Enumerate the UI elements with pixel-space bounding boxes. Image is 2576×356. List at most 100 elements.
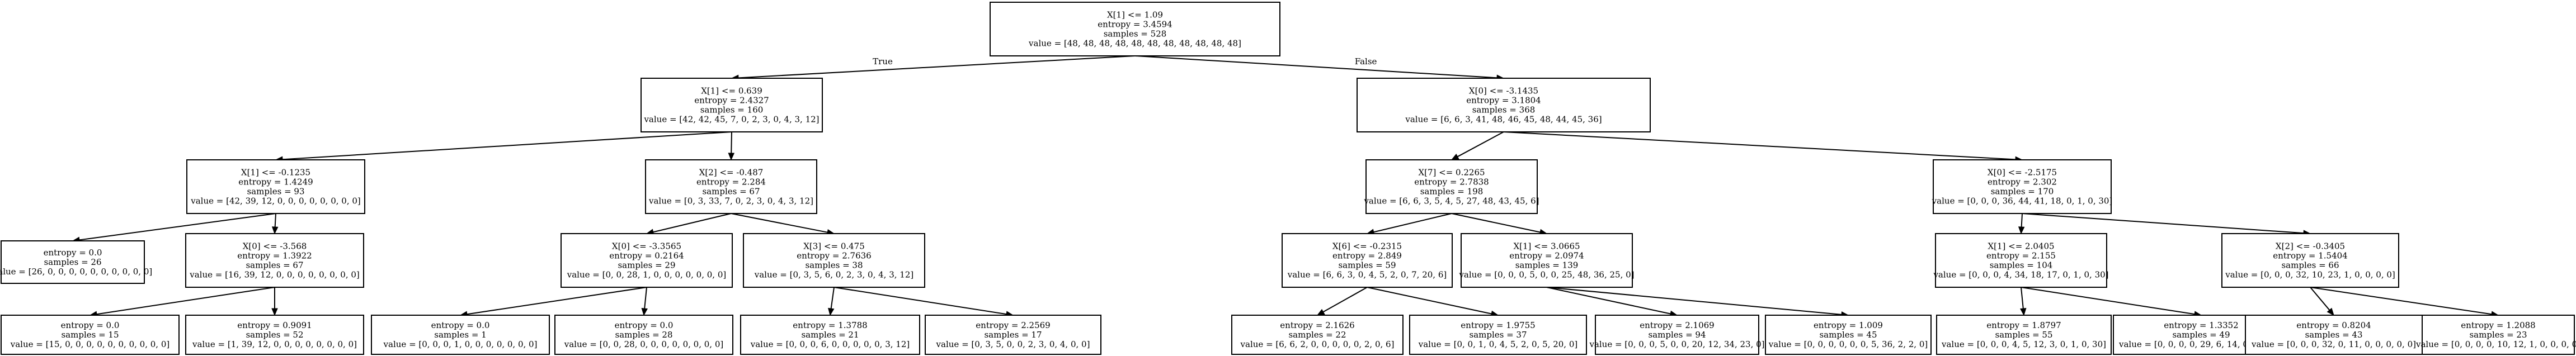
node-text-line: samples = 368	[1472, 105, 1536, 115]
node-text-line: entropy = 0.2164	[609, 251, 684, 261]
node-text-line: entropy = 0.9091	[237, 320, 312, 330]
arrowhead-icon	[641, 307, 648, 316]
node-text-line: entropy = 1.5404	[2273, 251, 2347, 261]
edge-line	[2022, 213, 2304, 234]
node-text-line: value = [42, 42, 45, 7, 0, 2, 3, 0, 4, 3…	[643, 115, 819, 125]
node-text-line: value = [0, 0, 0, 36, 44, 41, 18, 0, 1, …	[1932, 196, 2113, 206]
node-text-line: entropy = 2.1626	[1280, 320, 1354, 330]
node-box	[1933, 159, 2112, 214]
node-text-line: value = [0, 0, 0, 0, 29, 6, 14, 0, 0, 0,…	[2118, 339, 2283, 349]
node-text-line: entropy = 3.4594	[1098, 20, 1172, 30]
node-text-line: X[0] <= -3.568	[243, 241, 307, 251]
tree-edge	[1316, 287, 1368, 316]
node-text-line: samples = 104	[1990, 260, 2053, 270]
node-text-line: X[1] <= 1.09	[1107, 10, 1163, 20]
branch-label-true: True	[873, 56, 893, 67]
node-box	[1936, 315, 2112, 355]
tree-edge	[1546, 287, 1678, 317]
node-text-line: value = [0, 0, 28, 0, 0, 0, 0, 0, 0, 0, …	[564, 339, 723, 349]
arrowhead-icon	[1316, 308, 1325, 316]
node-text-line: X[7] <= 0.2265	[1418, 168, 1485, 178]
node-text-line: samples = 45	[1819, 330, 1877, 340]
tree-edge	[459, 287, 647, 317]
node-box	[1595, 315, 1759, 355]
edge-line	[1451, 213, 1541, 233]
tree-edge: False	[1134, 55, 1505, 81]
edge-line	[1373, 213, 1452, 233]
node-text-line: value = [0, 0, 1, 0, 4, 5, 2, 0, 5, 20, …	[1418, 339, 1577, 349]
node-box	[1282, 233, 1453, 288]
node-text-line: entropy = 2.284	[696, 177, 766, 187]
node-text-line: value = [0, 3, 5, 0, 0, 2, 3, 0, 4, 0, 0…	[936, 339, 1090, 349]
node-text-line: value = [48, 48, 48, 48, 48, 48, 48, 48,…	[1028, 39, 1241, 49]
edge-line	[467, 287, 647, 315]
tree-edge	[1503, 131, 2023, 163]
edge-line	[79, 213, 276, 241]
node-box	[1765, 315, 1932, 355]
node-text-line: value = [0, 0, 0, 1, 0, 0, 0, 0, 0, 0, 0…	[383, 339, 538, 349]
node-text-line: samples = 21	[801, 330, 859, 340]
node-box	[2245, 315, 2423, 355]
node-text-line: entropy = 2.155	[1986, 251, 2056, 261]
node-text-line: entropy = 1.9755	[1461, 320, 1535, 330]
edge-line	[738, 55, 1136, 79]
node-box	[371, 315, 550, 355]
arrowhead-icon	[2018, 226, 2025, 235]
node-text-line: value = [0, 3, 5, 6, 0, 2, 3, 0, 4, 3, 1…	[754, 270, 913, 280]
node-text-line: entropy = 2.7838	[1414, 177, 1489, 187]
node-text-line: value = [1, 39, 12, 0, 0, 0, 0, 0, 0, 0,…	[192, 339, 357, 349]
tree-edge	[1367, 287, 1499, 317]
node-text-line: samples = 23	[2469, 330, 2527, 340]
node-text-line: entropy = 2.1069	[1640, 320, 1714, 330]
edge-line	[1503, 131, 2016, 160]
node-text-line: entropy = 0.0	[44, 248, 102, 258]
node-text-line: value = [0, 0, 0, 4, 5, 12, 3, 0, 1, 0, …	[1941, 339, 2106, 349]
node-text-line: value = [0, 0, 0, 5, 0, 0, 20, 12, 34, 2…	[1589, 339, 1764, 349]
node-box	[1, 240, 145, 284]
node-text-line: samples = 198	[1420, 187, 1484, 197]
node-text-line: value = [42, 39, 12, 0, 0, 0, 0, 0, 0, 0…	[190, 196, 361, 206]
node-box	[1357, 78, 1651, 132]
node-text-line: samples = 29	[618, 260, 675, 270]
node-text-line: entropy = 2.4327	[694, 96, 769, 106]
node-box	[925, 315, 1101, 355]
tree-edge	[1451, 213, 1548, 236]
node-text-line: samples = 17	[984, 330, 1042, 340]
node-text-line: value = [0, 0, 0, 32, 0, 11, 0, 0, 0, 0,…	[2251, 339, 2416, 349]
node-box	[2422, 315, 2575, 355]
edge-line	[2021, 287, 2195, 315]
node-box	[554, 315, 733, 355]
node-box	[990, 2, 1280, 56]
node-box	[1, 315, 180, 355]
tree-edge	[728, 131, 734, 161]
tree-edge	[2310, 287, 2499, 317]
node-text-line: value = [16, 39, 12, 0, 0, 0, 0, 0, 0, 0…	[189, 270, 360, 280]
node-box	[1365, 159, 1538, 214]
node-text-line: entropy = 0.8204	[2296, 320, 2371, 330]
tree-edge: True	[731, 55, 1136, 82]
node-text-line: samples = 93	[247, 187, 304, 197]
edge-line	[731, 131, 732, 154]
node-text-line: samples = 160	[700, 105, 764, 115]
node-text-line: entropy = 2.0974	[1509, 251, 1584, 261]
node-box	[641, 78, 823, 132]
node-text-line: entropy = 2.2569	[976, 320, 1050, 330]
edge-line	[274, 213, 276, 227]
node-box	[1409, 315, 1587, 355]
node-text-line: X[2] <= -0.487	[699, 168, 764, 178]
node-text-line: entropy = 0.0	[431, 320, 490, 330]
node-text-line: value = [6, 6, 3, 5, 4, 5, 27, 48, 43, 4…	[1363, 196, 1539, 206]
tree-edge	[2022, 213, 2311, 236]
